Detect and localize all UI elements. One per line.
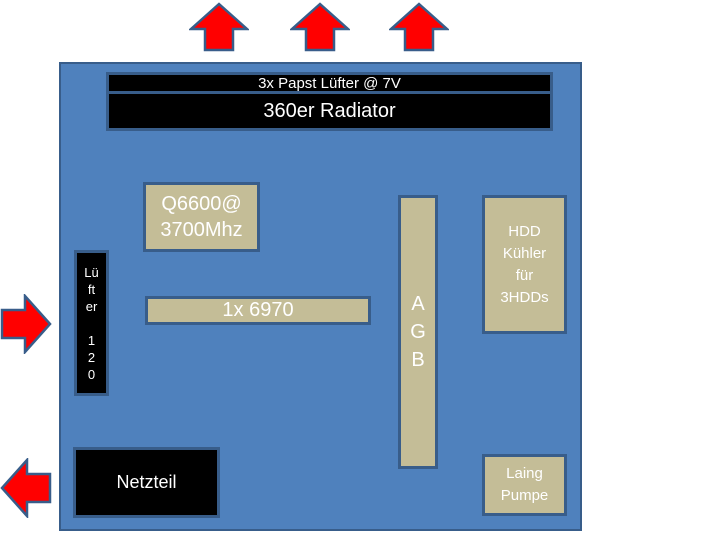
airflow-up-arrow-icon	[189, 2, 249, 52]
airflow-in-arrow-icon	[0, 294, 52, 354]
reservoir-agb: A G B	[398, 195, 438, 469]
airflow-up-arrow-icon	[290, 2, 350, 52]
pump-label: Pumpe	[500, 487, 549, 504]
gpu: 1x 6970	[145, 296, 371, 325]
side-fan: Lü ft er 1 2 0	[74, 250, 109, 396]
reservoir-label: A	[411, 293, 425, 315]
side-fan-label: Lü	[84, 264, 99, 280]
cpu-label-line2: 3700Mhz	[160, 219, 243, 241]
gpu-label: 1x 6970	[222, 299, 294, 321]
pump-label: Laing	[506, 465, 543, 482]
radiator-fans-label: 3x Papst Lüfter @ 7V	[258, 74, 401, 92]
side-fan-label: 0	[87, 366, 96, 382]
cpu-label-line1: Q6600@	[161, 193, 242, 215]
airflow-out-arrow-icon	[0, 458, 52, 518]
psu-label: Netzteil	[116, 472, 177, 492]
airflow-up-arrow-icon	[389, 2, 449, 52]
hdd-cooler: HDD Kühler für 3HDDs	[482, 195, 567, 334]
pump: Laing Pumpe	[482, 454, 567, 516]
hdd-label: HDD	[508, 222, 541, 240]
hdd-label: Kühler	[502, 244, 547, 262]
reservoir-label: G	[410, 321, 426, 343]
power-supply: Netzteil	[73, 447, 220, 518]
reservoir-label: B	[411, 349, 425, 371]
side-fan-label: 2	[87, 349, 96, 365]
radiator: 360er Radiator	[106, 91, 553, 131]
cpu: Q6600@ 3700Mhz	[143, 182, 260, 252]
hdd-label: für	[515, 266, 534, 284]
side-fan-label: er	[85, 298, 98, 314]
radiator-label: 360er Radiator	[263, 99, 396, 122]
side-fan-label: ft	[87, 281, 96, 297]
hdd-label: 3HDDs	[500, 288, 549, 306]
side-fan-label: 1	[87, 332, 96, 348]
